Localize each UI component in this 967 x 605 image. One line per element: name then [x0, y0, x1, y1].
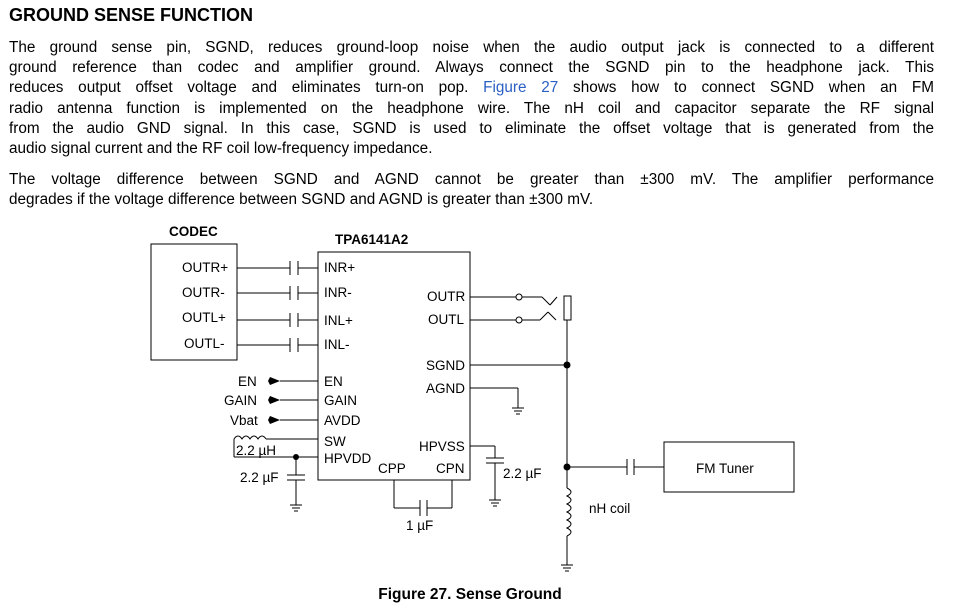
amp-pin: HPVDD: [324, 451, 372, 466]
figure-caption: Figure 27. Sense Ground: [378, 586, 562, 603]
paragraph-ground-sense: The ground sense pin, SGND, reduces grou…: [9, 38, 934, 159]
amp-pin: SGND: [426, 358, 465, 373]
fm-tuner-block: [663, 441, 795, 493]
codec-pin: OUTR-: [182, 285, 225, 300]
fm-tuner-label: FM Tuner: [696, 461, 754, 476]
text-span: reduces output offset voltage and elimin…: [9, 79, 469, 97]
text-line: reduces output offset voltage and elimin…: [9, 78, 934, 98]
amp-pin: GAIN: [324, 393, 357, 408]
amp-pin: AGND: [426, 381, 465, 396]
capacitor-label: 1 µF: [406, 518, 433, 533]
inductor-label: 2.2 µH: [236, 443, 276, 458]
section-heading: GROUND SENSE FUNCTION: [9, 5, 254, 25]
codec-pin: OUTL+: [182, 310, 226, 325]
codec-block: [150, 243, 238, 361]
input-label: Vbat: [230, 413, 258, 428]
capacitor-label: 2.2 µF: [240, 470, 279, 485]
amp-pin: CPN: [436, 461, 465, 476]
text-span: shows how to connect SGND when an FM: [573, 79, 934, 97]
codec-pin: OUTL-: [184, 336, 225, 351]
amp-pin: OUTL: [428, 312, 464, 327]
text-line: radio antenna function is implemented on…: [9, 99, 934, 117]
text-line: The ground sense pin, SGND, reduces grou…: [9, 39, 934, 56]
amp-pin: CPP: [378, 461, 406, 476]
capacitor-label: 2.2 µF: [503, 466, 542, 481]
amp-pin: INR+: [324, 260, 355, 275]
amp-pin: SW: [324, 434, 346, 449]
amp-pin: INL-: [324, 337, 350, 352]
text-line: audio signal current and the RF coil low…: [9, 140, 433, 158]
amplifier-title: TPA6141A2: [335, 232, 408, 247]
coil-label: nH coil: [589, 501, 630, 516]
amp-pin: OUTR: [427, 289, 465, 304]
input-label: EN: [238, 374, 257, 389]
codec-title: CODEC: [169, 224, 218, 239]
text-line: The voltage difference between SGND and …: [9, 171, 934, 188]
codec-pin: OUTR+: [182, 260, 228, 275]
amp-pin: INL+: [324, 313, 353, 328]
figure-link[interactable]: Figure 27: [483, 79, 559, 97]
amp-pin: AVDD: [324, 413, 361, 428]
amp-pin: INR-: [324, 285, 352, 300]
input-label: GAIN: [224, 393, 257, 408]
text-line: from the audio GND signal. In this case,…: [9, 119, 934, 137]
amp-pin: EN: [324, 374, 343, 389]
text-line: ground reference than codec and amplifie…: [9, 59, 934, 77]
text-line: degrades if the voltage difference betwe…: [9, 191, 594, 209]
paragraph-voltage-difference: The voltage difference between SGND and …: [9, 170, 934, 210]
amp-pin: HPVSS: [419, 439, 465, 454]
